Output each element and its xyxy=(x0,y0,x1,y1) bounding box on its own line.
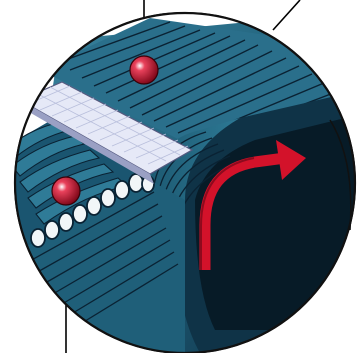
lower-red-dot-marker xyxy=(52,177,80,205)
upper-red-dot-marker xyxy=(130,56,158,84)
right-leader-line xyxy=(273,0,300,30)
